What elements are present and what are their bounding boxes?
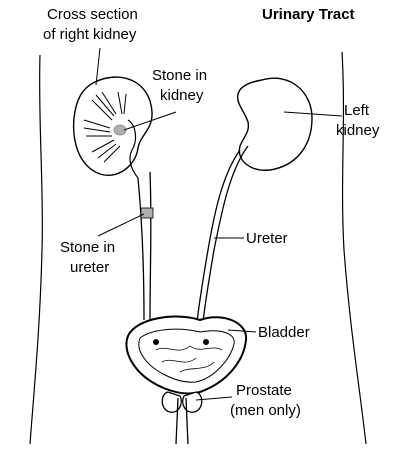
left-kidney — [236, 77, 313, 171]
right-kidney-cross-section — [72, 76, 153, 179]
ureter-stone-marker — [140, 207, 154, 219]
stone-kidney-label-line2: kidney — [160, 87, 204, 104]
prostate-label-line2: (men only) — [230, 402, 301, 419]
prostate-label-line1: Prostate — [236, 382, 292, 399]
bladder — [125, 315, 248, 395]
body-outline — [29, 51, 367, 445]
kidney-pyramids — [83, 91, 127, 163]
cross-section-label-line1: Cross section — [47, 6, 138, 23]
stone-kidney-label-line1: Stone in — [152, 67, 207, 84]
ureters — [137, 145, 249, 323]
left-kidney-label-line2: kidney — [336, 122, 380, 139]
stone-ureter-label-line2: ureter — [70, 259, 109, 276]
prostate — [161, 391, 203, 445]
ureter-label: Ureter — [246, 230, 288, 247]
diagram-title: Urinary Tract — [262, 6, 355, 23]
leader-lines — [95, 47, 343, 401]
left-kidney-label-line1: Left — [344, 102, 370, 119]
bladder-label: Bladder — [258, 324, 310, 341]
cross-section-label-line2: of right kidney — [43, 26, 137, 43]
kidney-stone-marker — [113, 124, 127, 136]
stone-ureter-label-line1: Stone in — [60, 239, 115, 256]
